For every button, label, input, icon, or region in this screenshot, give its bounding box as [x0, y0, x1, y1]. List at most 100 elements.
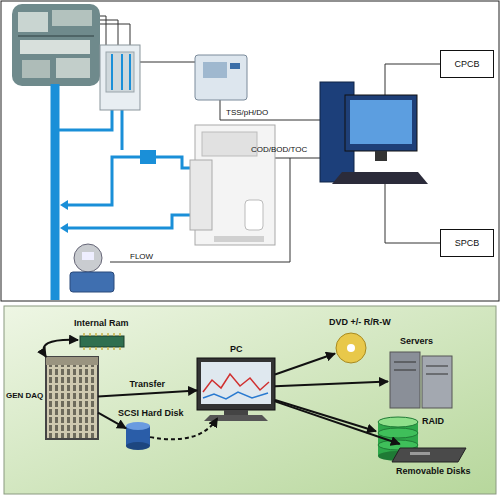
signal-wire: [140, 62, 195, 63]
node-label: Servers: [400, 336, 433, 346]
water-pipe: [64, 215, 195, 228]
hard-disk: [126, 422, 150, 450]
water-pipe: [64, 157, 140, 205]
plant-photo: [22, 60, 50, 78]
daq-rack: [46, 357, 98, 439]
node-label: CPCB: [454, 59, 479, 69]
removable-node: Removable Disks: [392, 444, 466, 464]
analyzer: [190, 160, 212, 230]
connector-arrow: [275, 400, 376, 431]
sampling-cabinet: [106, 52, 134, 92]
transmitter: [195, 55, 247, 100]
authority-box: SPCB: [440, 229, 494, 257]
removable-disk: [392, 448, 466, 462]
node-label: Removable Disks: [396, 466, 471, 476]
water-pipe: [55, 84, 195, 300]
raid-node: RAID: [376, 418, 420, 458]
ram-chip: [80, 333, 124, 350]
sampling-cabinet: [111, 54, 113, 90]
plant-photo: [18, 12, 48, 32]
signal-wire: [220, 100, 322, 120]
analyzer: [214, 236, 264, 242]
flow-arrow-head: [60, 150, 156, 233]
server-icon: [390, 352, 420, 408]
water-pipe: [51, 84, 60, 300]
computer: [345, 95, 417, 151]
sampling-cabinet: [129, 54, 131, 90]
server-node: Servers: [388, 350, 454, 410]
flow-arrow-head: [140, 150, 156, 164]
dvd-disc: [347, 344, 355, 352]
pc-monitor: [203, 392, 268, 399]
authority-box: CPCB: [440, 50, 494, 78]
pc-monitor: [197, 358, 275, 410]
flow-meter: [74, 244, 102, 272]
disk-node: SCSI Hard Disk: [126, 422, 150, 448]
pc-node: PC: [197, 358, 275, 418]
signal-wire: [100, 16, 440, 262]
raid-icon: [378, 428, 418, 438]
pc-monitor: [203, 374, 269, 392]
transmitter: [195, 55, 247, 100]
bottom-panel: [4, 306, 496, 494]
water-pipe: [121, 110, 124, 150]
raid-icon: [378, 417, 418, 427]
plant-photo: [20, 40, 90, 54]
node-label: SPCB: [455, 238, 480, 248]
daq-rack: [46, 357, 98, 439]
signal-wire: [275, 158, 322, 159]
connector-arrow: [275, 401, 400, 444]
hard-disk: [126, 422, 150, 430]
flow-meter: [70, 244, 114, 292]
node-label: Internal Ram: [74, 318, 129, 328]
connector-arrow: [275, 381, 388, 386]
top-frame: [1, 1, 499, 301]
pc-monitor: [204, 415, 268, 421]
sampling-cabinet: [121, 54, 123, 90]
signal-wire: [100, 24, 130, 45]
pc-monitor: [224, 410, 248, 415]
dvd-disc: [336, 333, 366, 363]
analyzer: [245, 200, 263, 230]
ram-chip: [80, 336, 124, 347]
pc-monitor: [197, 358, 275, 421]
flow-meter: [70, 272, 114, 292]
sampling-cabinet: [100, 45, 140, 110]
daq-node: GEN DAQ: [46, 357, 98, 439]
removable-disk: [392, 448, 466, 462]
analyzer: [190, 125, 275, 245]
transmitter: [203, 62, 227, 78]
water-pipe: [156, 157, 195, 168]
server-icon: [390, 352, 452, 408]
connector-arrow: [98, 390, 197, 396]
computer: [375, 151, 387, 161]
dvd-disc: [336, 333, 366, 363]
server-icon: [394, 362, 448, 374]
node-label: DVD +/- R/R-W: [329, 317, 391, 327]
hard-disk: [126, 442, 150, 450]
node-label: SCSI Hard Disk: [118, 408, 184, 418]
computer: [320, 82, 428, 184]
top-frame: [1, 1, 499, 301]
transmitter: [230, 63, 240, 69]
edge-label: Transfer: [130, 379, 166, 389]
flow-arrow-head: [60, 200, 68, 210]
plant-photo: [12, 4, 100, 86]
water-pipe: [59, 110, 112, 130]
dvd-node: DVD +/- R/R-W: [335, 332, 367, 364]
flow-meter: [82, 252, 94, 260]
computer: [332, 172, 428, 184]
signal-label: COD/BOD/TOC: [251, 145, 307, 154]
node-label: PC: [230, 344, 243, 354]
ram-chip: [84, 333, 120, 350]
computer: [350, 100, 412, 144]
removable-disk: [410, 452, 430, 455]
ram-node: Internal Ram: [78, 332, 126, 350]
sampling-cabinet: [100, 45, 140, 110]
node-label: GEN DAQ: [6, 391, 43, 400]
signal-wire: [385, 64, 440, 95]
pc-monitor: [201, 362, 271, 404]
flow-arrow-head: [60, 223, 68, 233]
